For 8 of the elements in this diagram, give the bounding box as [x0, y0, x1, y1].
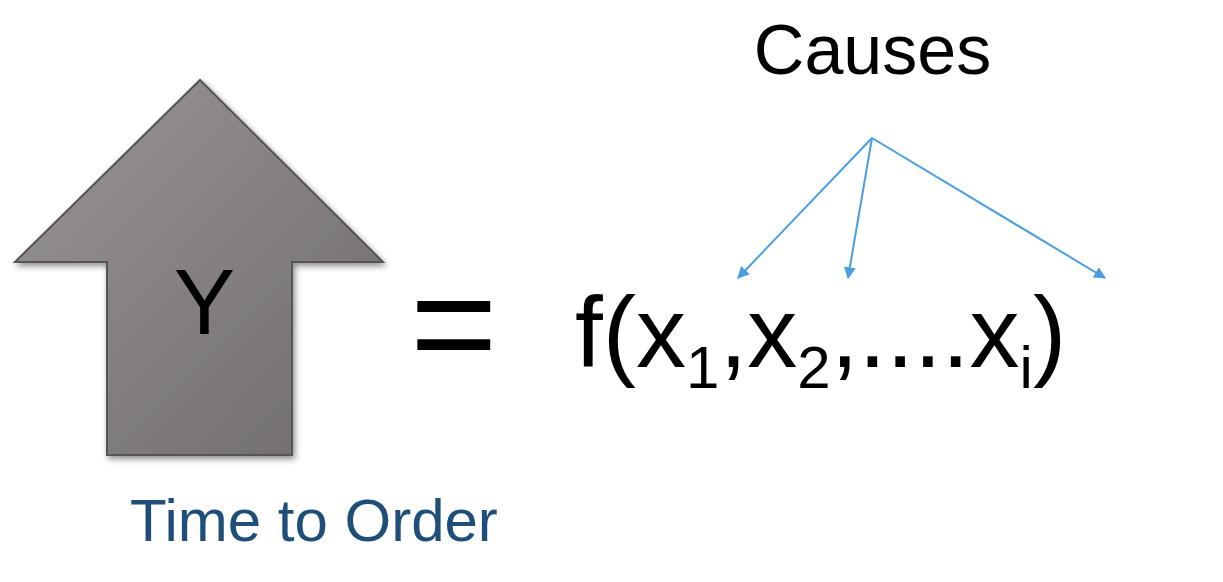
causes-label: Causes: [725, 5, 1020, 95]
arrow: [843, 137, 873, 280]
equals-sign: =: [410, 248, 498, 398]
output-caption: Time to Order: [130, 488, 498, 554]
function-formula: f(x$_{1}$,x$_{2}$,....x$_{i}$): [575, 262, 1223, 422]
arrow: [871, 137, 1107, 279]
variable-label: Y: [172, 256, 237, 348]
arrow: [737, 137, 873, 279]
